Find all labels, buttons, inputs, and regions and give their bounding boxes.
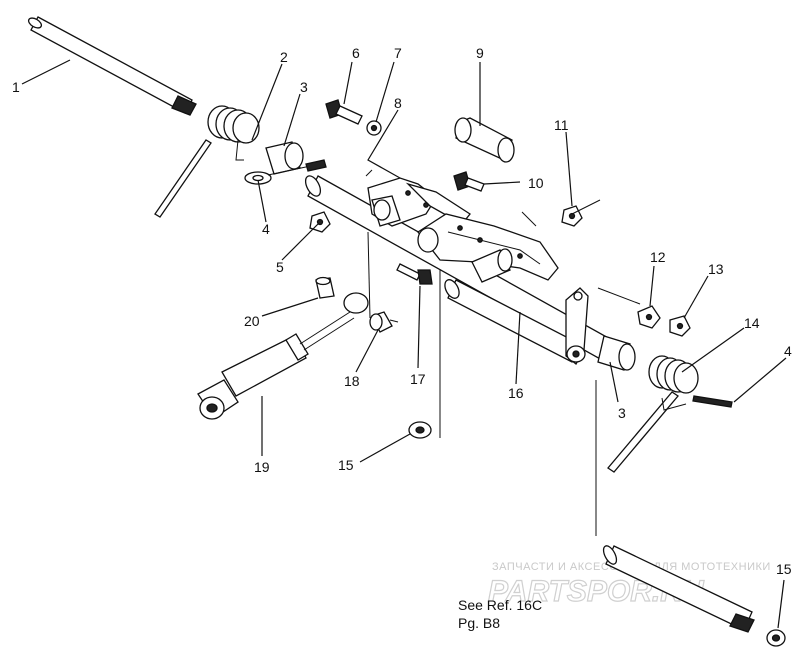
callout-5: 5 — [276, 259, 284, 275]
callout-16: 16 — [508, 385, 524, 401]
link-plate-right — [565, 287, 589, 365]
washer-7 — [366, 120, 382, 136]
rod-upper — [27, 16, 197, 116]
reference-note: See Ref. 16C Pg. B8 — [458, 597, 542, 631]
callout-15-right: 15 — [776, 561, 792, 577]
bolt-17 — [396, 263, 433, 285]
lower-shaft — [444, 248, 581, 363]
nut-12 — [637, 305, 661, 329]
bushing-right — [597, 335, 636, 371]
nut-13 — [669, 315, 691, 337]
callout-12: 12 — [650, 249, 666, 265]
callout-3-right: 3 — [618, 405, 626, 421]
callout-8: 8 — [394, 95, 402, 111]
callout-4-left: 4 — [262, 221, 270, 237]
callout-9: 9 — [476, 45, 484, 61]
roller — [454, 117, 515, 163]
bracket-center — [417, 213, 559, 281]
spring-left — [154, 105, 260, 218]
callout-7: 7 — [394, 45, 402, 61]
callout-14: 14 — [744, 315, 760, 331]
spring-right — [607, 355, 733, 473]
bushing-18 — [369, 311, 399, 333]
washer-15-center — [408, 421, 432, 439]
rod-lower-right — [602, 545, 786, 647]
bolt-10 — [453, 171, 485, 192]
callout-17: 17 — [410, 371, 426, 387]
alignment-lines — [365, 169, 641, 536]
callout-20: 20 — [244, 313, 260, 329]
nut-11 — [561, 205, 583, 227]
bracket-upper — [367, 177, 471, 227]
bushing-left — [265, 141, 304, 175]
leader-lines — [21, 59, 787, 629]
callout-18: 18 — [344, 373, 360, 389]
callout-labels: 1 2 3 4 5 6 7 8 9 10 11 12 13 14 4 20 18… — [12, 45, 792, 577]
shock-absorber — [197, 292, 369, 420]
callout-10: 10 — [528, 175, 544, 191]
callout-15-center: 15 — [338, 457, 354, 473]
callout-13: 13 — [708, 261, 724, 277]
callout-19: 19 — [254, 459, 270, 475]
bushing-20 — [315, 276, 335, 299]
callout-6: 6 — [352, 45, 360, 61]
callout-4-right: 4 — [784, 343, 792, 359]
callout-3-left: 3 — [300, 79, 308, 95]
reference-line-1: See Ref. 16C — [458, 597, 542, 613]
bolt-6 — [325, 99, 363, 125]
callout-1: 1 — [12, 79, 20, 95]
callout-11: 11 — [554, 117, 569, 133]
reference-line-2: Pg. B8 — [458, 615, 500, 631]
lever-left — [244, 159, 327, 185]
callout-2: 2 — [280, 49, 288, 65]
